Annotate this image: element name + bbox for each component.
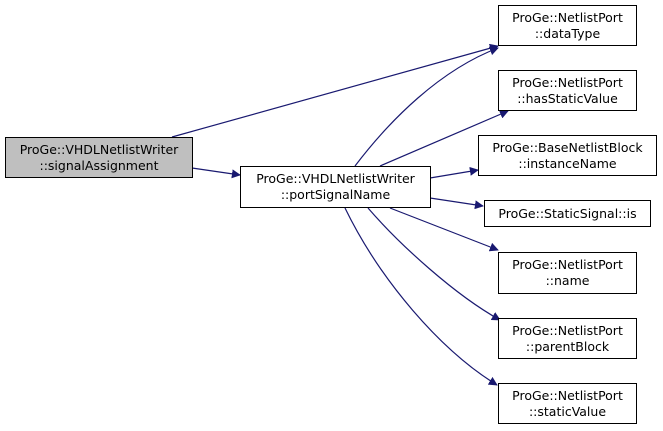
node-has-static-value-line1: ProGe::NetlistPort [512,74,623,90]
node-parent-block-line1: ProGe::NetlistPort [512,322,623,338]
edge-portsignalname-to-staticvalue [344,207,498,386]
edge-portsignalname-to-instancename [429,166,479,179]
edge-portsignalname-to-hasstaticvalue [379,110,509,167]
node-name-line1: ProGe::NetlistPort [512,257,623,272]
edge-portsignalname-to-parentblock [367,207,501,321]
node-has-static-value[interactable]: ProGe::NetlistPort ::hasStaticValue [498,70,637,111]
node-port-signal-name-line2: ::portSignalName [280,187,391,202]
node-instance-name-line1: ProGe::BaseNetlistBlock [492,139,643,155]
edge-signalassignment-to-portsignalname [191,167,241,179]
edge-portsignalname-to-name [389,207,499,252]
node-signal-assignment-line2: ::signalAssignment [39,157,159,173]
node-instance-name[interactable]: ProGe::BaseNetlistBlock ::instanceName [478,135,657,176]
edge-portsignalname-to-datatype [354,46,499,167]
node-port-signal-name-line1: ProGe::VHDLNetlistWriter [256,171,415,186]
node-static-value[interactable]: ProGe::NetlistPort ::staticValue [498,383,637,424]
node-data-type-line2: ::dataType [534,25,601,41]
node-instance-name-line2: ::instanceName [518,155,617,171]
node-name-line2: ::name [545,273,590,288]
node-signal-assignment-line1: ProGe::VHDLNetlistWriter [19,141,179,157]
edge-signalassignment-to-datatype [171,43,499,138]
node-static-value-line1: ProGe::NetlistPort [512,387,623,403]
node-static-signal-is[interactable]: ProGe::StaticSignal::is [484,200,651,227]
node-port-signal-name[interactable]: ProGe::VHDLNetlistWriter ::portSignalNam… [240,166,431,208]
node-static-signal-is-line1: ProGe::StaticSignal::is [498,205,637,221]
node-static-value-line2: ::staticValue [528,403,607,419]
node-data-type[interactable]: ProGe::NetlistPort ::dataType [498,5,637,46]
edge-portsignalname-to-is [429,197,484,210]
node-has-static-value-line2: ::hasStaticValue [517,90,618,106]
node-name[interactable]: ProGe::NetlistPort ::name [498,252,637,294]
node-data-type-line1: ProGe::NetlistPort [512,9,623,25]
node-parent-block[interactable]: ProGe::NetlistPort ::parentBlock [498,318,637,359]
node-parent-block-line2: ::parentBlock [525,338,610,354]
node-signal-assignment[interactable]: ProGe::VHDLNetlistWriter ::signalAssignm… [5,137,193,178]
